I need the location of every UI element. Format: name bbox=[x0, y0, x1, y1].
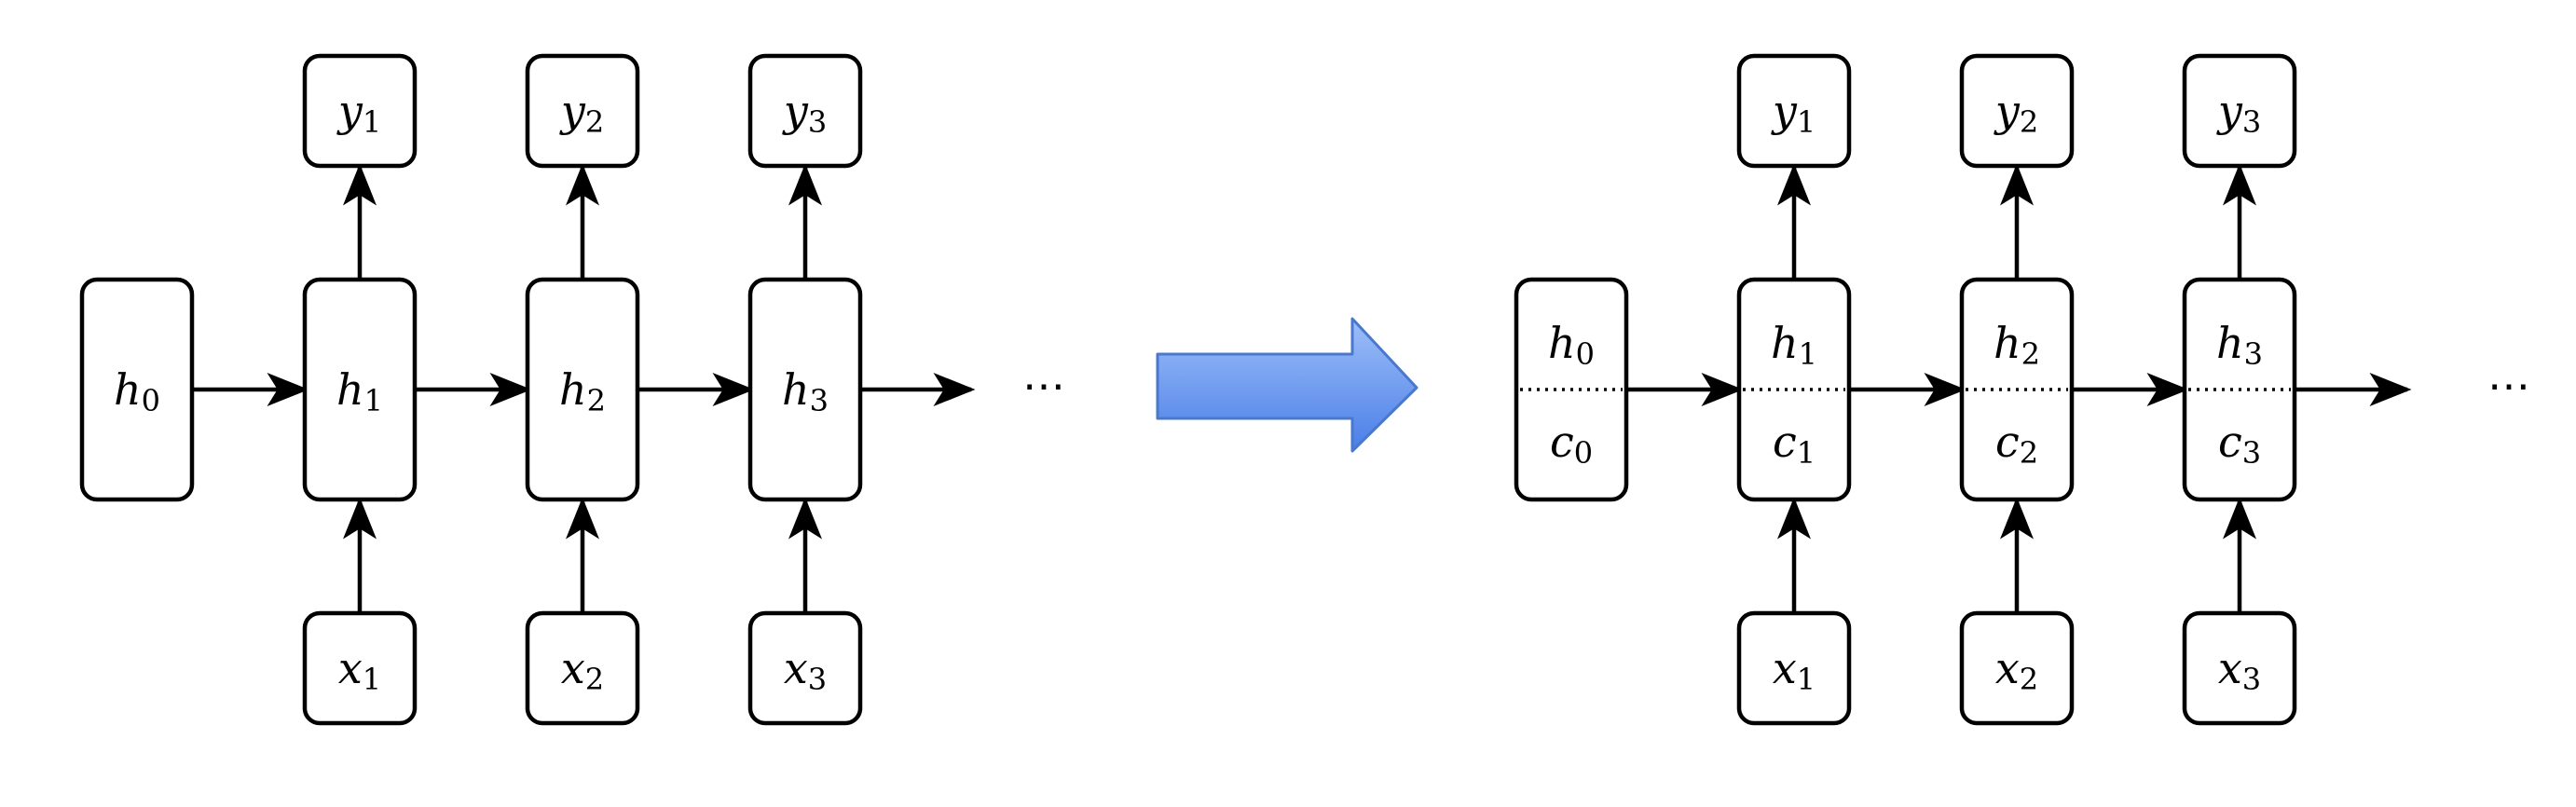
rnn-x3-label: x3 bbox=[784, 643, 827, 697]
rnn-x2-label: x2 bbox=[561, 643, 604, 697]
lstm-y1-label: y1 bbox=[1771, 86, 1816, 140]
lstm-input-box-3: x3 bbox=[2182, 610, 2297, 726]
rnn-initial-hidden-box: h0 bbox=[79, 277, 195, 502]
right-arrow-icon bbox=[1156, 317, 1418, 453]
lstm-c1-label: c1 bbox=[1773, 417, 1816, 471]
rnn-y1-label: y1 bbox=[336, 86, 381, 140]
rnn-h3-label: h3 bbox=[782, 364, 829, 418]
edges-layer bbox=[192, 163, 2412, 613]
rnn-y3-label: y3 bbox=[782, 86, 827, 140]
rnn-y2-label: y2 bbox=[559, 86, 604, 140]
lstm-c0-label: c0 bbox=[1550, 417, 1593, 471]
rnn-output-box-2: y2 bbox=[525, 53, 640, 169]
lstm-h1-label: h1 bbox=[1771, 318, 1817, 372]
lstm-input-box-2: x2 bbox=[1959, 610, 2075, 726]
lstm-y3-label: y3 bbox=[2216, 86, 2261, 140]
lstm-output-box-2: y2 bbox=[1959, 53, 2075, 169]
lstm-output-box-1: y1 bbox=[1736, 53, 1852, 169]
rnn-hidden-box-1: h1 bbox=[302, 277, 418, 502]
lstm-output-box-3: y3 bbox=[2182, 53, 2297, 169]
lstm-cell-box-3: h3 c3 bbox=[2182, 277, 2297, 502]
rnn-output-box-1: y1 bbox=[302, 53, 418, 169]
lstm-continuation-dots: ⋯ bbox=[2487, 361, 2530, 411]
lstm-x1-label: x1 bbox=[1773, 643, 1816, 697]
rnn-x1-label: x1 bbox=[338, 643, 381, 697]
lstm-x3-label: x3 bbox=[2218, 643, 2261, 697]
lstm-input-box-1: x1 bbox=[1736, 610, 1852, 726]
rnn-input-box-3: x3 bbox=[747, 610, 863, 726]
lstm-h0-label: h0 bbox=[1548, 318, 1595, 372]
lstm-h2-label: h2 bbox=[1994, 318, 2040, 372]
lstm-c3-label: c3 bbox=[2218, 417, 2261, 471]
lstm-cell-box-2: h2 c2 bbox=[1959, 277, 2075, 502]
lstm-cell-box-1: h1 c1 bbox=[1736, 277, 1852, 502]
rnn-hidden-box-3: h3 bbox=[747, 277, 863, 502]
rnn-h1-label: h1 bbox=[336, 364, 383, 418]
rnn-input-box-2: x2 bbox=[525, 610, 640, 726]
rnn-h2-label: h2 bbox=[559, 364, 606, 418]
rnn-h0-label: h0 bbox=[114, 364, 160, 418]
lstm-x2-label: x2 bbox=[1995, 643, 2038, 697]
lstm-c2-label: c2 bbox=[1995, 417, 2038, 471]
rnn-output-box-3: y3 bbox=[747, 53, 863, 169]
rnn-input-box-1: x1 bbox=[302, 610, 418, 726]
lstm-initial-state-box: h0 c0 bbox=[1514, 277, 1629, 502]
lstm-h3-label: h3 bbox=[2216, 318, 2263, 372]
rnn-hidden-box-2: h2 bbox=[525, 277, 640, 502]
rnn-continuation-dots: ⋯ bbox=[1022, 361, 1065, 411]
nodes-layer: h0 y1 h1 x1 y2 h2 x2 y3 h3 x3 h0 c0 y1 h1 c1 x1 y2 h2 c2 x2… bbox=[79, 53, 2297, 726]
lstm-y2-label: y2 bbox=[1994, 86, 2038, 140]
